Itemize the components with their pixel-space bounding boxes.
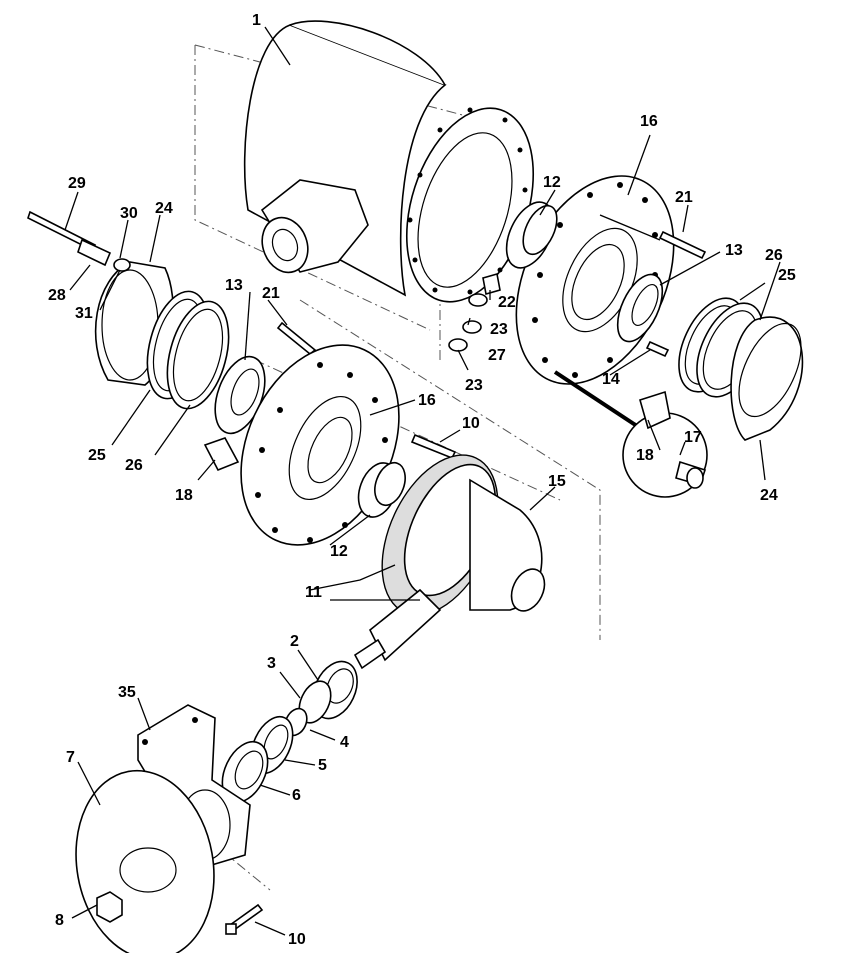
- callout-21-right: 21: [675, 189, 693, 206]
- callout-29: 29: [68, 175, 86, 192]
- plugs-washers-part-22-23-27: [448, 272, 501, 352]
- pinion-shaft-part-11: [353, 588, 442, 670]
- callout-30: 30: [120, 205, 138, 222]
- callout-24-right: 24: [760, 487, 778, 504]
- dowel-pins-part-21: [276, 230, 707, 358]
- callout-12-upper: 12: [543, 174, 561, 191]
- bolts-part-10: [225, 433, 457, 935]
- shims-seal-right-parts-24-25-26: [678, 297, 804, 441]
- callout-17: 17: [684, 429, 702, 446]
- callout-16-right: 16: [640, 113, 658, 130]
- valve-assembly-parts-28-31: [27, 210, 131, 272]
- callout-10-lower: 10: [288, 931, 306, 948]
- callout-26-left: 26: [125, 457, 143, 474]
- callout-4: 4: [340, 734, 349, 751]
- callout-13-left: 13: [225, 277, 243, 294]
- callout-28: 28: [48, 287, 66, 304]
- callout-31: 31: [75, 305, 93, 322]
- leader-lines: [64, 26, 781, 936]
- bearing-cup-lower-part-12: [357, 461, 406, 518]
- bearing-cone-right-part-13: [616, 273, 664, 343]
- callout-23-upper: 23: [490, 321, 508, 338]
- callout-14: 14: [602, 371, 620, 388]
- callout-7: 7: [66, 749, 75, 766]
- detail-inset-bolt-dowel: [553, 370, 708, 498]
- callout-11: 11: [305, 584, 322, 601]
- callout-18-left: 18: [175, 487, 193, 504]
- callout-25-right: 25: [778, 267, 796, 284]
- bearings-spacer-parts-2-6: [221, 660, 358, 804]
- callout-6: 6: [292, 787, 301, 804]
- callout-27: 27: [488, 347, 506, 364]
- callout-12-lower: 12: [330, 543, 348, 560]
- callout-35: 35: [118, 684, 136, 701]
- callout-24-left: 24: [155, 200, 173, 217]
- callout-15: 15: [548, 473, 566, 490]
- callout-23-lower: 23: [465, 377, 483, 394]
- callout-21-left: 21: [262, 285, 280, 302]
- nut-part-8: [96, 891, 123, 923]
- callout-8: 8: [55, 912, 64, 929]
- callout-5: 5: [318, 757, 327, 774]
- shims-seal-left-parts-25-26: [146, 290, 230, 410]
- bearing-cup-upper-part-12: [505, 201, 558, 269]
- callout-18-inset: 18: [636, 447, 654, 464]
- callout-2: 2: [290, 633, 299, 650]
- callout-labels: 1 2 3 4 5 6 7 8 10 10 11 12 12 13 13 14 …: [48, 12, 796, 948]
- housing-part-1: [243, 20, 535, 303]
- differential-case-part-15: [469, 478, 546, 612]
- callout-25-left: 25: [88, 447, 106, 464]
- callout-26-right: 26: [765, 247, 783, 264]
- callout-1: 1: [252, 12, 261, 29]
- callout-3: 3: [267, 655, 276, 672]
- callout-22: 22: [498, 294, 516, 311]
- callout-16-left: 16: [418, 392, 436, 409]
- callout-10-upper: 10: [462, 415, 480, 432]
- callout-13-right: 13: [725, 242, 743, 259]
